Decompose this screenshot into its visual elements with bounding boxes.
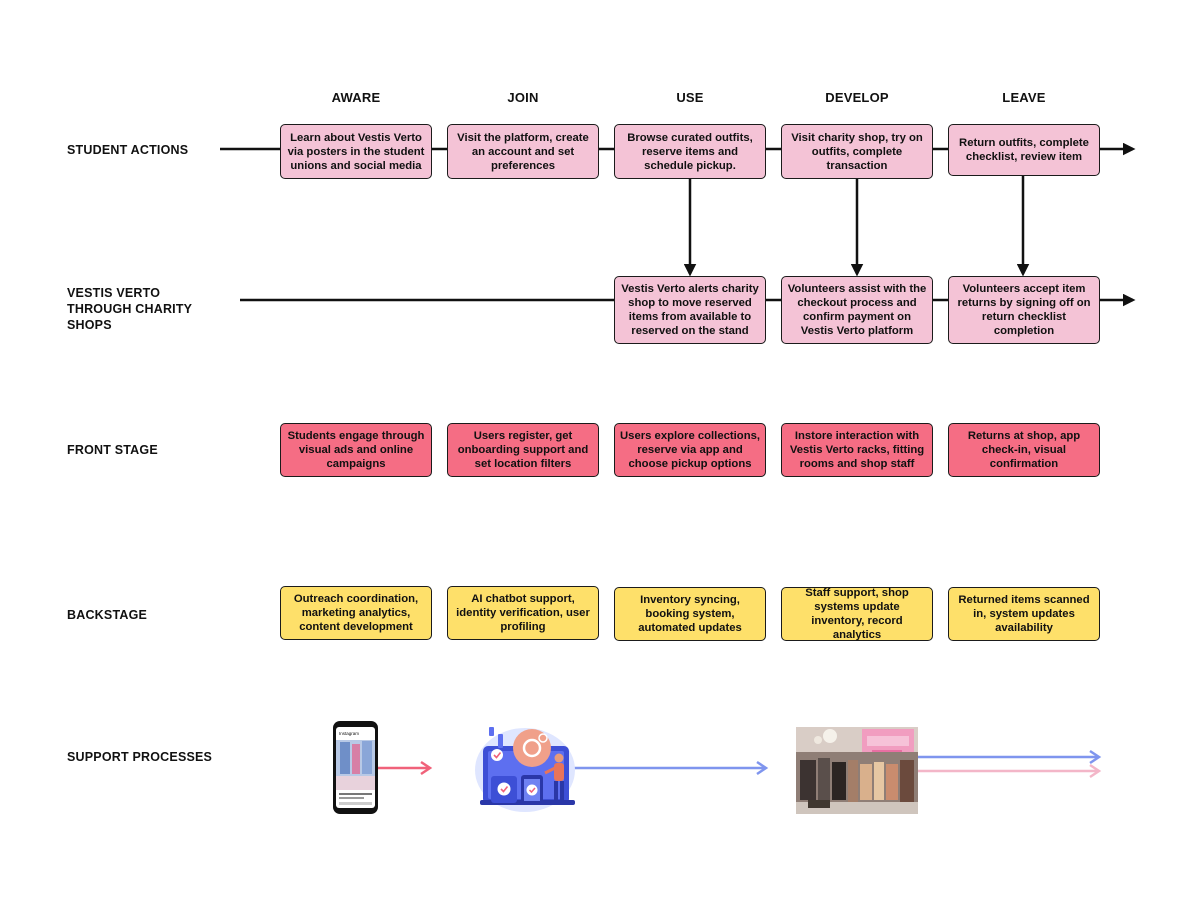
- row-label-front-stage: FRONT STAGE: [67, 443, 158, 457]
- stage-header-develop: DEVELOP: [825, 90, 889, 105]
- student-action-aware: Learn about Vestis Verto via posters in …: [280, 124, 432, 179]
- front-stage-use: Users explore collections, reserve via a…: [614, 423, 766, 477]
- student-action-leave: Return outfits, complete checklist, revi…: [948, 124, 1100, 176]
- backstage-aware: Outreach coordination, marketing analyti…: [280, 586, 432, 640]
- stage-header-join: JOIN: [507, 90, 539, 105]
- row-label-charity-shops: VESTIS VERTO THROUGH CHARITY SHOPS: [67, 286, 192, 332]
- student-action-join: Visit the platform, create an account an…: [447, 124, 599, 179]
- front-stage-join: Users register, get onboarding support a…: [447, 423, 599, 477]
- charity-shop-develop: Volunteers assist with the checkout proc…: [781, 276, 933, 344]
- front-stage-leave: Returns at shop, app check-in, visual co…: [948, 423, 1100, 477]
- charity-shop-use: Vestis Verto alerts charity shop to move…: [614, 276, 766, 344]
- backstage-use: Inventory syncing, booking system, autom…: [614, 587, 766, 641]
- row-label-backstage: BACKSTAGE: [67, 608, 148, 622]
- student-action-use: Browse curated outfits, reserve items an…: [614, 124, 766, 179]
- stage-header-aware: AWARE: [331, 90, 381, 105]
- row-label-student-actions: STUDENT ACTIONS: [67, 143, 189, 157]
- stage-header-use: USE: [676, 90, 704, 105]
- support-red-arrow: [378, 760, 433, 776]
- support-blue-arrow-right: [918, 749, 1102, 765]
- phone-header-text: Instagram: [339, 731, 359, 736]
- instagram-phone-icon: Instagram: [333, 721, 378, 814]
- student-action-develop: Visit charity shop, try on outfits, comp…: [781, 124, 933, 179]
- backstage-join: AI chatbot support, identity verificatio…: [447, 586, 599, 640]
- support-blue-arrow: [574, 760, 769, 776]
- backstage-develop: Staff support, shop systems update inven…: [781, 587, 933, 641]
- devices-checkmark-illustration-icon: [475, 727, 575, 812]
- row-label-support-processes: SUPPORT PROCESSES: [67, 750, 213, 764]
- charity-shop-leave: Volunteers accept item returns by signin…: [948, 276, 1100, 344]
- backstage-leave: Returned items scanned in, system update…: [948, 587, 1100, 641]
- charity-shop-photo-icon: [796, 727, 918, 814]
- front-stage-develop: Instore interaction with Vestis Verto ra…: [781, 423, 933, 477]
- stage-header-leave: LEAVE: [1002, 90, 1046, 105]
- support-pink-arrow-right: [918, 763, 1102, 779]
- front-stage-aware: Students engage through visual ads and o…: [280, 423, 432, 477]
